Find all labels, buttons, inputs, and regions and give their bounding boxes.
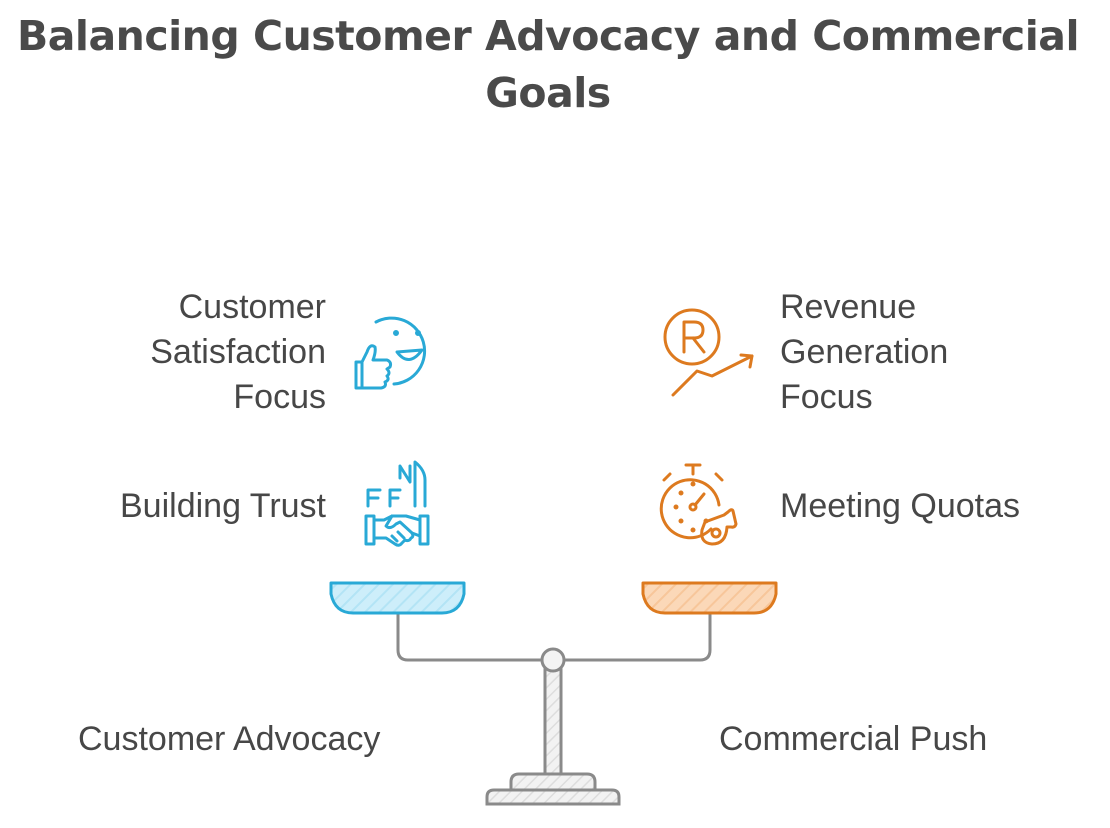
scale-base: [485, 772, 621, 806]
label-commercial-push: Commercial Push: [719, 720, 988, 758]
title-line-1: Balancing Customer Advocacy and Commerci…: [17, 12, 1080, 60]
smiley-thumbs-up-icon: [354, 316, 427, 390]
scale-post: [543, 658, 563, 780]
label-building-trust: Building Trust: [120, 487, 326, 525]
title-line-2: Goals: [485, 69, 611, 117]
page-title: Balancing Customer Advocacy and Commerci…: [0, 8, 1096, 122]
label-revenue-generation-focus: Revenue Generation Focus: [780, 288, 949, 416]
label-meeting-quotas: Meeting Quotas: [780, 487, 1021, 525]
right-pan: [641, 581, 778, 615]
stopwatch-whistle-icon: [659, 463, 738, 546]
revenue-growth-icon: [663, 308, 754, 397]
scale-pivot: [540, 647, 566, 673]
left-pan: [329, 581, 466, 615]
label-customer-advocacy: Customer Advocacy: [78, 720, 381, 758]
label-customer-satisfaction-focus: Customer Satisfaction Focus: [150, 288, 326, 416]
handshake-building-icon: [364, 460, 430, 547]
